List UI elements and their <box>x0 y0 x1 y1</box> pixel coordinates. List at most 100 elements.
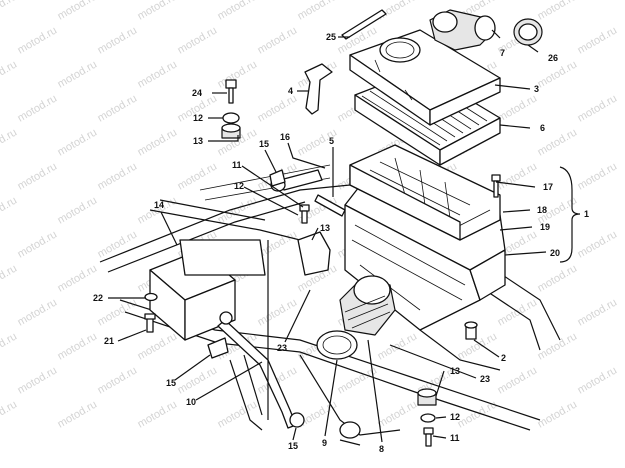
watermark-text: motod.ru <box>56 194 100 226</box>
watermark-text: motod.ru <box>376 398 420 430</box>
watermark-text: motod.ru <box>176 364 220 396</box>
watermark-text: motod.ru <box>0 330 19 362</box>
callout-13-top: 13 <box>193 136 203 146</box>
callout-8: 8 <box>379 444 384 454</box>
watermark-text: motod.ru <box>16 364 60 396</box>
watermark-text: motod.ru <box>0 194 19 226</box>
callout-7: 7 <box>500 48 505 58</box>
callout-15-lower: 15 <box>166 378 176 388</box>
watermark-text: motod.ru <box>96 92 140 124</box>
watermark-text: motod.ru <box>576 92 620 124</box>
watermark-text: motod.ru <box>216 398 260 430</box>
watermark-text: motod.ru <box>16 160 60 192</box>
callout-5: 5 <box>329 136 334 146</box>
watermark-text: motod.ru <box>256 24 300 56</box>
callouts: 25 7 26 4 3 24 12 6 13 16 15 5 11 17 12 … <box>93 32 589 454</box>
watermark-text: motod.ru <box>136 0 180 23</box>
bolt-11-mid <box>299 204 310 224</box>
battery-box <box>149 239 266 341</box>
bolt-2 <box>464 321 478 340</box>
callout-3: 3 <box>534 84 539 94</box>
bolt-24 <box>225 79 237 104</box>
watermark-text: motod.ru <box>576 228 620 260</box>
callout-11-mid: 11 <box>232 160 242 170</box>
watermark-text: motod.ru <box>496 160 540 192</box>
callout-11-bottom: 11 <box>450 433 460 443</box>
watermark-text: motod.ru <box>456 398 500 430</box>
intake-cap <box>513 18 543 46</box>
callout-4: 4 <box>288 86 293 96</box>
grommet-13-top <box>221 123 241 139</box>
watermark-text: motod.ru <box>56 58 100 90</box>
watermark-text: motod.ru <box>256 296 300 328</box>
watermark-text: motod.ru <box>16 296 60 328</box>
callout-17: 17 <box>543 182 553 192</box>
watermark-text: motod.ru <box>576 24 620 56</box>
callout-18: 18 <box>537 205 547 215</box>
watermark-text: motod.ru <box>216 58 260 90</box>
frame-rails <box>99 164 561 446</box>
watermark-text: motod.ru <box>536 58 580 90</box>
watermark-text: motod.ru <box>56 262 100 294</box>
callout-24: 24 <box>192 88 202 98</box>
callout-23-mid: 23 <box>277 343 287 353</box>
callout-12-bottom: 12 <box>450 412 460 422</box>
watermark-text: motod.ru <box>96 24 140 56</box>
drain-hose <box>217 319 297 429</box>
watermark-text: motod.ru <box>256 92 300 124</box>
handle-bracket <box>304 63 333 115</box>
watermark-text: motod.ru <box>376 330 420 362</box>
callout-13-bottom: 13 <box>450 366 460 376</box>
gasket-strip <box>341 9 387 40</box>
airbox-cover <box>349 29 501 126</box>
watermark-text: motod.ru <box>0 262 19 294</box>
washer-12-top <box>222 112 240 124</box>
watermark-text: motod.ru <box>136 398 180 430</box>
callout-2: 2 <box>501 353 506 363</box>
clip-15-bottom <box>289 412 305 428</box>
watermark-text: motod.ru <box>96 228 140 260</box>
callout-15-bottom: 15 <box>288 441 298 451</box>
grommet-13-bottom <box>417 388 437 406</box>
watermark-text: motod.ru <box>96 160 140 192</box>
watermark-text: motod.ru <box>0 398 19 430</box>
intake-duct <box>429 9 496 51</box>
washer-22 <box>144 292 158 302</box>
watermark-text: motod.ru <box>0 126 19 158</box>
callout-6: 6 <box>540 123 545 133</box>
callout-19: 19 <box>540 222 550 232</box>
watermark-text: motod.ru <box>576 364 620 396</box>
watermark-text: motod.ru <box>176 24 220 56</box>
watermark-text: motod.ru <box>456 330 500 362</box>
bolt-17 <box>491 174 501 198</box>
drain-rod <box>314 194 346 217</box>
watermark-text: motod.ru <box>96 364 140 396</box>
watermark-text: motod.ru <box>0 58 19 90</box>
callout-26: 26 <box>548 53 558 63</box>
callout-13-mid: 13 <box>320 223 330 233</box>
bolt-21 <box>144 313 156 333</box>
hose-clamp <box>316 330 358 360</box>
callout-23-right: 23 <box>480 374 490 384</box>
intake-boot <box>339 275 396 336</box>
watermark-text: motod.ru <box>56 126 100 158</box>
watermark-text: motod.ru <box>136 330 180 362</box>
callout-10: 10 <box>186 397 196 407</box>
callout-12-top: 12 <box>193 113 203 123</box>
watermark-text: motod.ru <box>16 92 60 124</box>
callout-15-upper: 15 <box>259 139 269 149</box>
watermark-text: motod.ru <box>296 0 340 23</box>
callout-14: 14 <box>154 200 164 210</box>
callout-9: 9 <box>322 438 327 448</box>
watermark-text: motod.ru <box>536 262 580 294</box>
callout-16: 16 <box>280 132 290 142</box>
watermark-text: motod.ru <box>576 160 620 192</box>
callout-1: 1 <box>584 209 589 219</box>
filter-housing <box>349 144 501 241</box>
clip-15-upper <box>269 169 286 187</box>
callout-22: 22 <box>93 293 103 303</box>
bolt-11-bottom <box>423 427 434 447</box>
watermark-text: motod.ru <box>136 126 180 158</box>
